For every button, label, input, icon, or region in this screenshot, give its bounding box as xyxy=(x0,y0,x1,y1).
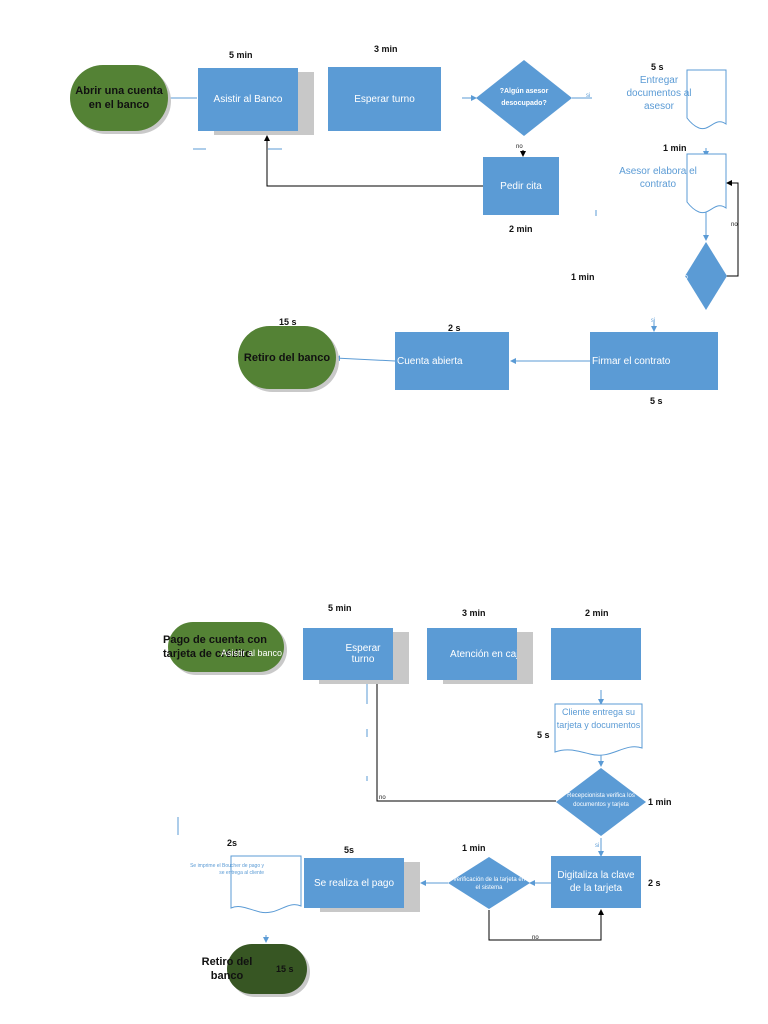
label-no-contract: no xyxy=(731,222,738,228)
time-end-2: 15 s xyxy=(276,964,294,974)
start-label: Abrir una cuenta en el banco xyxy=(75,85,163,111)
overlap-assist-label: Asistir al banco xyxy=(221,648,283,658)
document-contract xyxy=(686,153,727,214)
document-deliver xyxy=(686,69,727,130)
process-request-appointment-label: Pedir cita xyxy=(500,180,542,192)
document-voucher xyxy=(230,855,302,914)
process-payment: Se realiza el pago xyxy=(304,858,404,908)
decision-advisor-free-label: ?Algún asesor desocupado? xyxy=(499,88,549,107)
document-client-delivers xyxy=(554,703,643,756)
time-verify: 1 min xyxy=(648,797,672,807)
connector-appointment-assist xyxy=(264,135,483,187)
process-assist-bank-2-label: Esperar turno xyxy=(345,643,381,665)
connector-decision2-loop-no xyxy=(726,180,739,277)
process-assist-bank-2: Esperar turno xyxy=(303,628,393,680)
time-system: 1 min xyxy=(462,843,486,853)
start-terminal-card-payment xyxy=(168,622,284,672)
process-enter-key-label: Digitaliza la clave de la tarjeta xyxy=(557,870,635,894)
time-attention: 3 min xyxy=(462,608,486,618)
time-end: 15 s xyxy=(279,317,297,327)
label-si-advisor: si xyxy=(586,93,591,99)
process-payment-label: Se realiza el pago xyxy=(313,877,395,889)
time-contract: 1 min xyxy=(663,143,687,153)
decision-verify-label: Recepcionista verifica los documentos y … xyxy=(567,793,635,808)
start-terminal-open-account: Abrir una cuenta en el banco xyxy=(70,65,168,131)
connector-verify-no xyxy=(376,681,556,802)
decision-system-check-label: Verificación de la tarjeta en el sistema xyxy=(452,877,526,891)
label-si-contract: si xyxy=(651,318,656,324)
time-decision2: 1 min xyxy=(571,272,595,282)
label-no-system: no xyxy=(532,935,539,941)
process-sign-contract-label: Firmar el contrato xyxy=(592,355,671,367)
time-wait: 3 min xyxy=(374,44,398,54)
time-voucher: 2s xyxy=(227,838,238,848)
time-key: 2 s xyxy=(648,878,661,888)
decision-verify xyxy=(556,768,646,836)
decision-advisor-free xyxy=(476,60,572,136)
time-client: 5 s xyxy=(537,730,550,740)
time-wait-2: 5 min xyxy=(328,603,352,613)
end-terminal-leave-bank: Retiro del banco xyxy=(238,326,336,389)
process-wait-turn: Esperar turno xyxy=(328,67,441,131)
time-assist: 5 min xyxy=(229,50,253,60)
process-request-appointment: Pedir cita xyxy=(483,157,559,215)
connector-account-end xyxy=(334,355,396,362)
label-no-verify: no xyxy=(379,795,386,801)
time-appointment: 2 min xyxy=(509,224,533,234)
label-si-verify: si xyxy=(595,843,600,849)
process-wait-turn-label: Esperar turno xyxy=(354,93,415,105)
process-enter-key: Digitaliza la clave de la tarjeta xyxy=(551,856,641,908)
process-box3 xyxy=(551,628,641,680)
time-box3: 2 min xyxy=(585,608,609,618)
process-sign-contract: Firmar el contrato xyxy=(590,332,718,390)
end-label: Retiro del banco xyxy=(243,351,331,364)
process-assist-bank: Asistir al Banco xyxy=(198,68,298,131)
decision-contract-ok-label: o xyxy=(684,274,688,281)
document-deliver-label: Entregar documentos al asesor xyxy=(626,75,692,112)
process-account-opened-label: Cuenta abierta xyxy=(397,355,463,367)
label-no-advisor: no xyxy=(516,144,523,150)
process-attention-cashier: Atención en caja xyxy=(427,628,517,680)
time-sign: 5 s xyxy=(650,396,663,406)
time-payment: 5s xyxy=(344,845,355,855)
end-terminal-leave-bank-2 xyxy=(227,944,307,994)
process-attention-cashier-label: Atención en caja xyxy=(450,648,517,660)
decision-system-check xyxy=(448,857,530,909)
document-client-delivers-label: Cliente entrega su tarjeta y documentos xyxy=(556,707,641,730)
start-card-payment-label: Pago de cuenta con tarjeta de crédito xyxy=(163,634,267,660)
process-account-opened: Cuenta abierta xyxy=(395,332,509,390)
process-assist-bank-label: Asistir al Banco xyxy=(213,94,283,105)
connector-system-loop-no xyxy=(488,909,604,941)
time-deliver: 5 s xyxy=(651,62,664,72)
decision-contract-ok xyxy=(685,242,727,310)
time-account: 2 s xyxy=(448,323,461,333)
document-contract-label: Asesor elabora el contrato xyxy=(619,166,697,190)
document-voucher-label: Se imprime el Boucher de pago y se entre… xyxy=(190,863,264,876)
end-2-label: Retiro del banco xyxy=(201,956,253,982)
